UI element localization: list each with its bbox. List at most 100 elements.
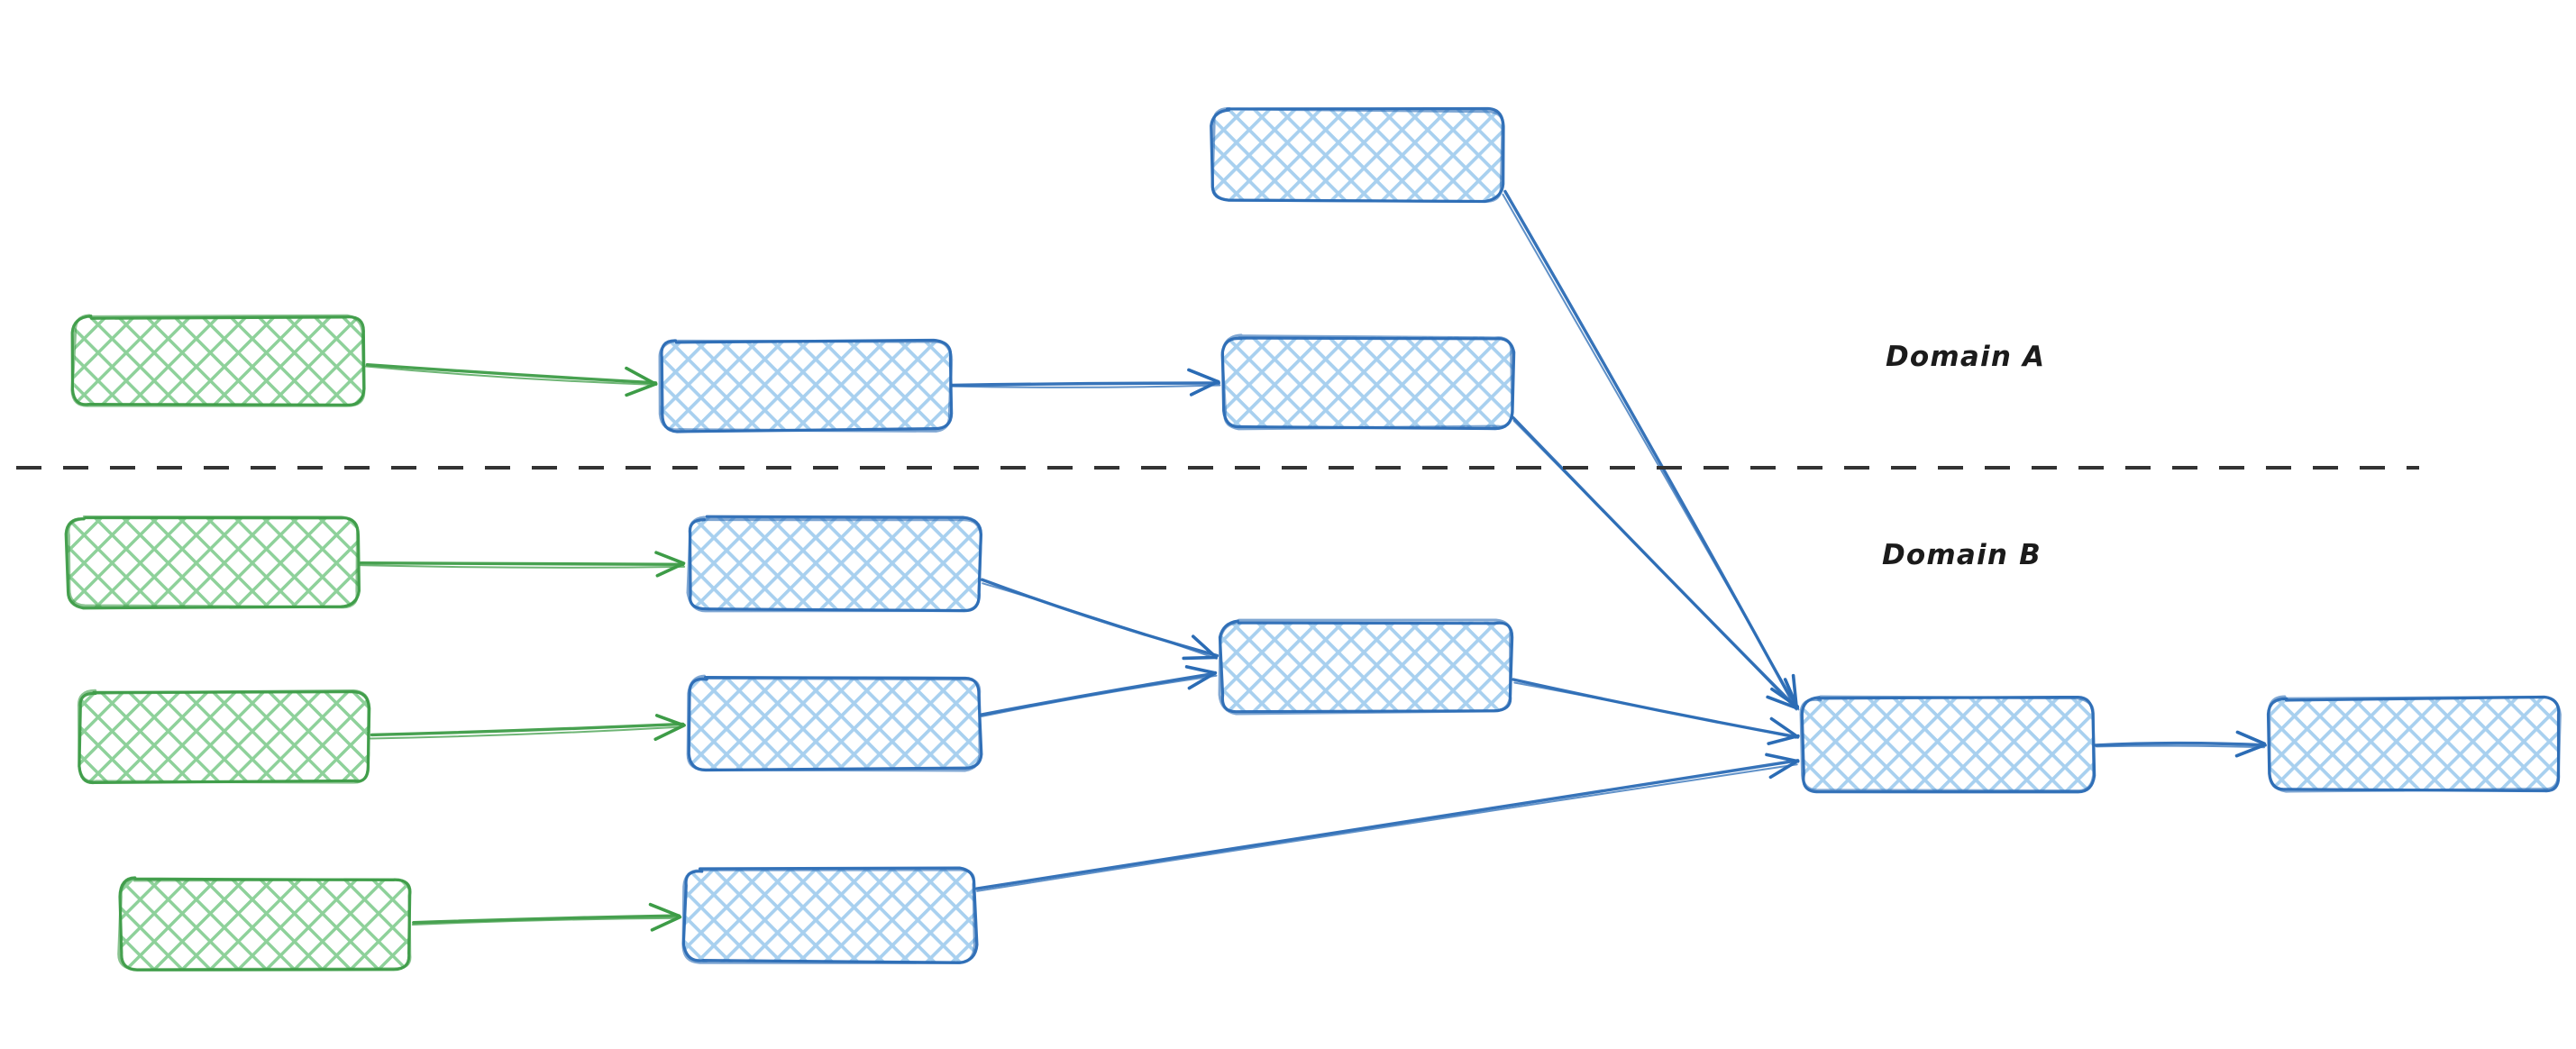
arrowhead-stroke bbox=[2235, 730, 2266, 745]
node-outline bbox=[67, 515, 360, 609]
arrowhead-stroke bbox=[1766, 695, 1799, 710]
node-n-green-b2[interactable] bbox=[77, 689, 371, 785]
node-outline bbox=[686, 674, 982, 772]
arrowhead-stroke bbox=[1768, 760, 1799, 780]
edge-shaft bbox=[359, 564, 686, 569]
nodes-layer bbox=[64, 106, 2562, 971]
arrowhead-stroke bbox=[1767, 734, 1800, 745]
node-fill bbox=[68, 517, 359, 607]
node-outline bbox=[117, 877, 412, 971]
arrowhead-stroke bbox=[1783, 678, 1800, 710]
node-outline bbox=[2267, 695, 2562, 793]
arrowhead-stroke bbox=[1182, 655, 1218, 661]
domain-label-a: Domain A bbox=[1886, 341, 2046, 373]
node-n-blue-a1[interactable] bbox=[658, 338, 954, 433]
edge-shaft bbox=[980, 578, 1219, 658]
arrowhead-stroke bbox=[654, 551, 686, 565]
edge-shaft bbox=[365, 362, 658, 385]
node-n-blue-b-final[interactable] bbox=[2266, 695, 2562, 793]
arrowhead-stroke bbox=[1187, 368, 1220, 384]
node-fill bbox=[684, 869, 977, 962]
node-fill bbox=[690, 677, 981, 771]
arrowhead-stroke bbox=[1189, 379, 1219, 397]
edge-shaft bbox=[1512, 678, 1800, 739]
node-n-green-b1[interactable] bbox=[64, 515, 361, 610]
edge-shaft bbox=[950, 381, 1221, 388]
node-n-blue-b2[interactable] bbox=[686, 674, 983, 772]
edge-shaft bbox=[980, 671, 1217, 716]
edge-shaft bbox=[975, 759, 1800, 890]
arrowhead-stroke bbox=[655, 561, 685, 578]
node-fill bbox=[2269, 698, 2561, 791]
edge-e4 bbox=[1512, 415, 1800, 711]
edge-shaft bbox=[370, 725, 684, 740]
edge-shaft bbox=[982, 582, 1218, 660]
node-fill bbox=[1223, 336, 1513, 428]
arrowhead-stroke bbox=[625, 382, 658, 397]
arrowhead-stroke bbox=[1191, 634, 1218, 659]
node-n-blue-b3[interactable] bbox=[681, 866, 979, 964]
node-fill bbox=[689, 517, 982, 611]
node-n-green-a1[interactable] bbox=[70, 314, 366, 407]
node-fill bbox=[1210, 109, 1503, 202]
node-n-blue-b-merge[interactable] bbox=[1799, 695, 2096, 794]
arrowhead-stroke bbox=[2234, 743, 2267, 758]
arrowhead-stroke bbox=[648, 902, 681, 918]
arrowhead-stroke bbox=[625, 366, 657, 386]
node-outline bbox=[681, 868, 977, 964]
domain-label-b: Domain B bbox=[1882, 539, 2042, 571]
edge-shaft bbox=[364, 365, 658, 386]
edge-shaft bbox=[2094, 741, 2267, 747]
edge-e7 bbox=[411, 902, 682, 932]
node-outline bbox=[1218, 618, 1512, 716]
arrowhead-stroke bbox=[650, 915, 682, 932]
edge-shaft bbox=[411, 917, 680, 926]
node-outline bbox=[1799, 695, 2096, 793]
edge-e1 bbox=[364, 362, 658, 397]
edge-shaft bbox=[981, 674, 1218, 717]
node-n-green-b3[interactable] bbox=[117, 876, 412, 971]
node-outline bbox=[686, 515, 982, 613]
node-n-blue-b-center[interactable] bbox=[1218, 618, 1514, 716]
node-outline bbox=[77, 689, 370, 784]
node-fill bbox=[1802, 698, 2093, 791]
edge-shaft bbox=[370, 722, 685, 737]
node-fill bbox=[119, 879, 411, 971]
node-outline bbox=[658, 339, 954, 433]
edge-e11 bbox=[975, 753, 1800, 892]
node-outline bbox=[70, 314, 366, 407]
node-fill bbox=[660, 341, 953, 431]
edge-shaft bbox=[412, 914, 681, 925]
edge-shaft bbox=[2095, 744, 2266, 749]
arrowhead-stroke bbox=[1765, 753, 1800, 763]
arrowhead-stroke bbox=[1187, 670, 1218, 690]
node-outline bbox=[1210, 106, 1504, 204]
node-fill bbox=[74, 316, 365, 406]
node-n-top-blue[interactable] bbox=[1210, 106, 1505, 204]
edge-e3 bbox=[1502, 189, 1800, 711]
edge-shaft bbox=[359, 561, 685, 567]
edge-e8 bbox=[980, 578, 1219, 661]
edge-e10 bbox=[1512, 678, 1800, 745]
edge-e6 bbox=[370, 714, 686, 742]
arrowhead-stroke bbox=[1769, 716, 1800, 739]
edge-e5 bbox=[359, 551, 686, 578]
node-fill bbox=[79, 691, 370, 783]
edges-layer bbox=[359, 189, 2267, 932]
node-fill bbox=[1220, 621, 1512, 712]
node-n-blue-b1[interactable] bbox=[686, 515, 982, 613]
arrowhead-stroke bbox=[653, 723, 686, 742]
arrowhead-stroke bbox=[654, 714, 686, 727]
edge-shaft bbox=[976, 763, 1798, 892]
edge-e9 bbox=[980, 665, 1218, 717]
edge-shaft bbox=[951, 384, 1221, 388]
edge-e2 bbox=[950, 368, 1221, 397]
edge-shaft bbox=[1502, 193, 1800, 711]
edge-shaft bbox=[1513, 681, 1797, 739]
node-outline bbox=[1220, 333, 1514, 431]
node-n-blue-a2[interactable] bbox=[1220, 333, 1516, 431]
edge-e12 bbox=[2094, 730, 2267, 758]
arrowhead-stroke bbox=[1184, 665, 1217, 675]
